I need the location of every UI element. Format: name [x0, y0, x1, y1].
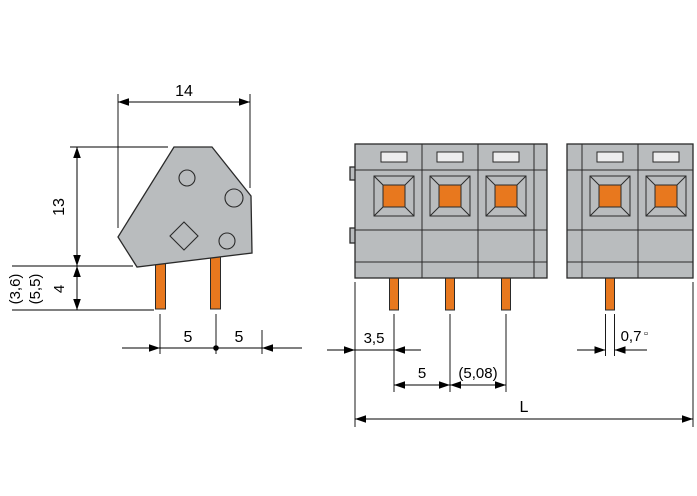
dimension-edge-offset: 3,5 [327, 282, 421, 427]
bevel-line [620, 175, 631, 186]
bevel-line [485, 175, 496, 186]
dimension-pin-length: (3,6) (5,5) 4 [7, 266, 154, 311]
pole-3 [485, 151, 527, 217]
test-slot [436, 151, 464, 163]
arrowhead [439, 381, 450, 389]
side-view [117, 146, 253, 310]
bevel-line [589, 175, 600, 186]
test-slot [652, 151, 680, 163]
arrowhead [682, 415, 693, 423]
dimension-label-a: 5 [184, 329, 193, 346]
arrowhead [73, 147, 81, 158]
bevel-line [460, 175, 471, 186]
arrowhead [73, 255, 81, 266]
bevel-line [516, 175, 527, 186]
round-hole-top [178, 169, 196, 187]
arrowhead [495, 381, 506, 389]
arrowhead [614, 346, 626, 354]
arrowhead [149, 344, 160, 352]
arrowhead [73, 299, 81, 310]
pole-5 [645, 151, 687, 217]
opening-frame [589, 175, 631, 217]
arrowhead [355, 415, 366, 423]
dimension-label: 14 [175, 83, 193, 100]
solder-pin-front-1 [389, 277, 399, 311]
bevel-line [404, 206, 415, 217]
dimension-overall-length: L [355, 282, 694, 427]
dimension-label-alt-2: (5,5) [27, 274, 44, 305]
arrowhead [239, 98, 250, 106]
dimension-label-alt: (5,08) [458, 365, 497, 382]
arrowhead [118, 98, 129, 106]
dimension-top-width: 14 [117, 83, 251, 228]
round-hole-bottom [218, 232, 236, 250]
dimension-label: 3,5 [364, 330, 385, 347]
pole-2 [429, 151, 471, 217]
bevel-line [429, 206, 440, 217]
bevel-line [460, 206, 471, 217]
dimension-body-height: 13 [12, 146, 168, 267]
pushbutton-opening [654, 184, 678, 208]
dimension-label: 5 [418, 365, 426, 382]
bevel-line [589, 206, 600, 217]
dimension-dot [213, 345, 219, 351]
bevel-line [620, 206, 631, 217]
terminal-body-side-outline [117, 146, 253, 268]
square-pin-symbol: ▫ [644, 328, 648, 340]
bevel-line [676, 206, 687, 217]
pole-4 [589, 151, 631, 217]
arrowhead [394, 381, 405, 389]
diamond-marker [169, 221, 199, 251]
test-slot [596, 151, 624, 163]
pole-1 [373, 151, 415, 217]
dimension-pin-spacing: 5 5 [122, 314, 302, 354]
dimension-pitch: 5 (5,08) [394, 314, 507, 392]
opening-frame [485, 175, 527, 217]
arrowhead [450, 381, 461, 389]
opening-frame [373, 175, 415, 217]
dimension-label: 4 [51, 285, 68, 293]
arrowhead [394, 346, 405, 354]
solder-pin-front-3 [501, 277, 511, 311]
pushbutton-opening [598, 184, 622, 208]
dimension-label: 0,7 [621, 328, 642, 345]
terminal-body-front-left [354, 143, 548, 279]
solder-pin-front-4 [605, 277, 615, 311]
bevel-line [645, 175, 656, 186]
bevel-line [404, 175, 415, 186]
pushbutton-opening [494, 184, 518, 208]
bevel-line [429, 175, 440, 186]
front-view-right-segment [566, 143, 694, 311]
arrowhead [73, 266, 81, 277]
bevel-line [645, 206, 656, 217]
round-hole-right [224, 188, 244, 208]
dimension-label-b: 5 [235, 329, 244, 346]
front-view-left-segment [349, 143, 548, 311]
bevel-line [373, 206, 384, 217]
test-slot [492, 151, 520, 163]
test-slot [380, 151, 408, 163]
dimension-label-alt-1: (3,6) [7, 274, 24, 305]
dimension-label: 13 [51, 198, 68, 216]
bevel-line [676, 175, 687, 186]
arrowhead [594, 346, 606, 354]
pushbutton-opening [438, 184, 462, 208]
pushbutton-opening [382, 184, 406, 208]
bevel-line [373, 175, 384, 186]
arrowhead [262, 344, 273, 352]
bevel-line [516, 206, 527, 217]
arrowhead [344, 346, 355, 354]
dimension-label: L [520, 399, 529, 416]
dimension-pin-width: 0,7 ▫ [577, 314, 648, 356]
opening-frame [645, 175, 687, 217]
opening-frame [429, 175, 471, 217]
bevel-line [485, 206, 496, 217]
solder-pin-front-2 [445, 277, 455, 311]
